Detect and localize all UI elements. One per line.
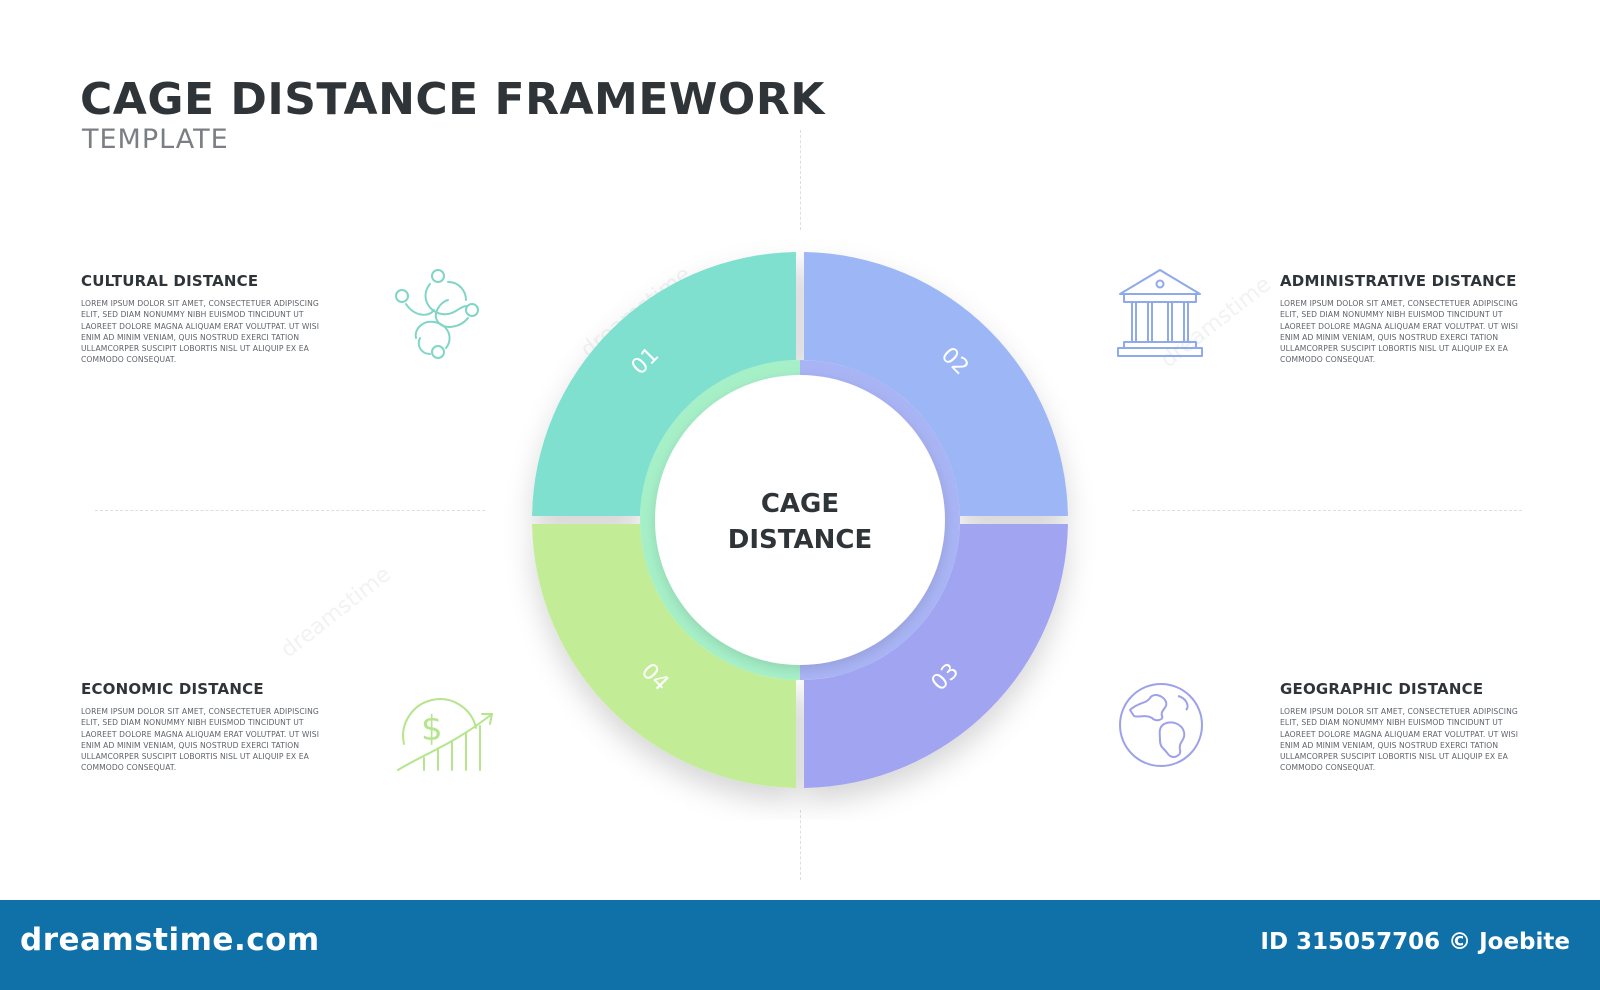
page-subtitle: TEMPLATE [82, 124, 229, 155]
globe-icon [1119, 683, 1203, 767]
geographic-distance-block: GEOGRAPHIC DISTANCE LOREM IPSUM DOLOR SI… [1280, 680, 1520, 774]
economic-distance-title: ECONOMIC DISTANCE [81, 680, 264, 698]
segment-02 [803, 252, 1068, 517]
footer-bar: dreamstime.com ID 315057706 © Joebite [0, 900, 1600, 990]
svg-text:$: $ [421, 709, 443, 749]
geographic-distance-title: GEOGRAPHIC DISTANCE [1280, 680, 1484, 698]
guide-line-left [95, 510, 485, 511]
guide-line-top [800, 130, 801, 230]
cultural-distance-title: CULTURAL DISTANCE [81, 272, 259, 290]
footer-brand: dreamstime.com [20, 922, 320, 958]
administrative-distance-block: ADMINISTRATIVE DISTANCE LOREM IPSUM DOLO… [1280, 272, 1520, 366]
geographic-distance-text: LOREM IPSUM DOLOR SIT AMET, CONSECTETUER… [1280, 707, 1519, 773]
economic-distance-block: ECONOMIC DISTANCE LOREM IPSUM DOLOR SIT … [81, 680, 321, 774]
government-building-icon [1117, 269, 1203, 357]
dollar-growth-icon: $ [397, 698, 493, 771]
guide-line-right [1132, 510, 1522, 511]
center-circle [655, 375, 945, 665]
center-label-line2: DISTANCE [728, 525, 872, 555]
people-circle-icon [395, 269, 479, 359]
segment-01 [532, 252, 797, 517]
center-label-line1: CAGE [761, 489, 839, 519]
cultural-distance-text: LOREM IPSUM DOLOR SIT AMET, CONSECTETUER… [81, 299, 320, 365]
cultural-distance-block: CULTURAL DISTANCE LOREM IPSUM DOLOR SIT … [81, 272, 321, 366]
cage-distance-diagram: CAGE DISTANCE 01 02 03 04 [532, 252, 1068, 788]
guide-line-bottom [800, 810, 801, 880]
administrative-distance-title: ADMINISTRATIVE DISTANCE [1280, 272, 1517, 290]
footer-image-id: ID 315057706 © Joebite [1260, 929, 1570, 955]
watermark: dreamstime [276, 561, 396, 664]
economic-distance-text: LOREM IPSUM DOLOR SIT AMET, CONSECTETUER… [81, 707, 320, 773]
page-title: CAGE DISTANCE FRAMEWORK [80, 74, 825, 125]
administrative-distance-text: LOREM IPSUM DOLOR SIT AMET, CONSECTETUER… [1280, 299, 1519, 365]
segment-04 [532, 523, 797, 788]
segment-03 [803, 523, 1068, 788]
